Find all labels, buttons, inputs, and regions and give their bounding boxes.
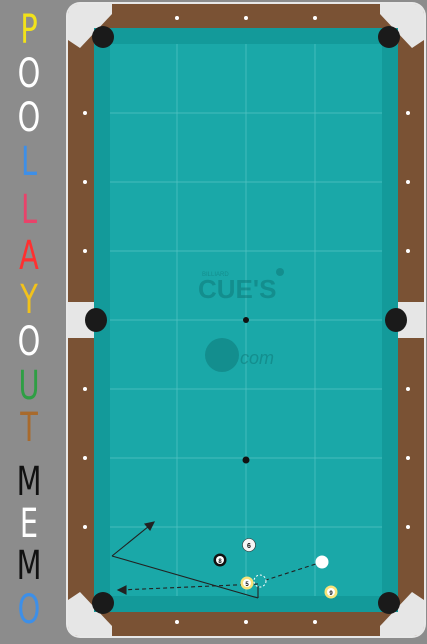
title-letter: M <box>16 459 42 505</box>
cues-logo: BILLIARD CUE'S com <box>198 268 284 372</box>
cue-ball <box>315 555 329 569</box>
ball-6-label: 6 <box>247 543 251 550</box>
foot-spot <box>242 456 250 464</box>
cloth-grid <box>110 44 382 596</box>
ball-8: 8 <box>213 553 227 567</box>
logo-main: CUE'S <box>198 274 276 304</box>
logo-small: BILLIARD <box>202 272 229 278</box>
ball-6: 6 <box>242 538 256 552</box>
pool-layout-memo-title: P O O L L A Y O U T M E M O <box>0 0 58 640</box>
title-letter: T <box>20 405 38 451</box>
title-letter: U <box>18 363 40 409</box>
title-letter: L <box>20 139 38 185</box>
title-letter: O <box>17 587 41 633</box>
title-letter: O <box>17 51 41 97</box>
title-letter: E <box>19 501 39 547</box>
title-letter: A <box>19 233 39 279</box>
title-letter: Y <box>20 277 38 323</box>
ball-5-label: 5 <box>245 582 249 588</box>
title-letter: P <box>20 7 38 53</box>
ball-8-label: 8 <box>218 559 222 565</box>
title-letter: O <box>17 95 41 141</box>
pool-table: BILLIARD CUE'S com 8 6 5 9 <box>58 0 427 640</box>
ghost-ball <box>253 574 267 588</box>
center-spot <box>243 317 249 323</box>
title-letter: O <box>17 319 41 365</box>
title-letter: L <box>20 187 38 233</box>
ball-5: 5 <box>240 576 254 590</box>
logo-com: com <box>240 348 274 368</box>
ball-9-label: 9 <box>329 591 333 597</box>
title-letter: M <box>16 543 42 589</box>
ball-9: 9 <box>324 585 338 599</box>
pockets <box>85 26 407 614</box>
shot-path <box>111 521 323 599</box>
rail-diamonds <box>83 16 410 624</box>
